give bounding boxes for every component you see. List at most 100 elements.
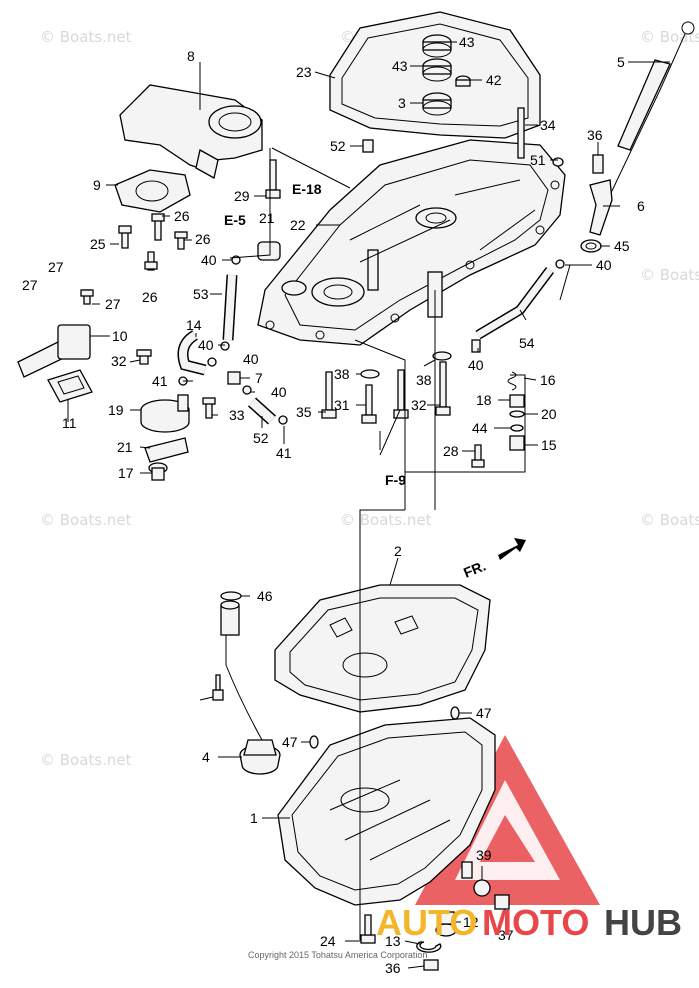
callout-46: 46 — [257, 588, 273, 604]
callout-11: 11 — [62, 415, 77, 431]
callout-5: 5 — [617, 54, 625, 70]
callout-43: 43 — [392, 58, 408, 74]
watermark: © Boats.net — [340, 511, 432, 529]
hose-14 — [177, 330, 207, 376]
gasket-2 — [274, 584, 491, 713]
callout-23: 23 — [296, 64, 312, 80]
plug-17 — [148, 462, 168, 481]
grommet-24 — [257, 241, 281, 261]
callout-28: 28 — [443, 443, 459, 459]
front-arrow-icon — [498, 538, 526, 560]
callout-3: 3 — [398, 95, 406, 111]
thermostat-cover-19 — [140, 394, 190, 433]
hose-50 — [247, 397, 277, 425]
sensor-10 — [17, 324, 91, 378]
callout-27: 27 — [105, 296, 121, 312]
gasket-23 — [329, 11, 541, 139]
callout-41: 41 — [276, 445, 292, 461]
leader-lines — [67, 41, 670, 969]
callout-25: 24 — [320, 933, 336, 949]
hose-52 — [475, 267, 554, 340]
callout-51: 53 — [193, 286, 209, 302]
callout-38: 38 — [334, 366, 350, 382]
callout-32: 33 — [229, 407, 245, 423]
callout-33: 34 — [540, 117, 556, 133]
logo-word-auto: AUTO — [376, 902, 477, 943]
callout-1: 1 — [250, 810, 258, 826]
callout-43: 43 — [459, 34, 475, 50]
automotohub-wordmark: AUTO MOTO HUB — [376, 902, 682, 943]
callout-40: 40 — [243, 351, 259, 367]
callout-35: 36 — [587, 127, 603, 143]
dipstick-5 — [609, 21, 695, 196]
bolts-upper — [80, 107, 564, 468]
callout-29: 29 — [234, 188, 250, 204]
callout-8: 8 — [187, 48, 195, 64]
logo-word-moto: MOTO — [482, 902, 589, 943]
callout-12: 12 — [463, 914, 479, 930]
relief-valve — [507, 371, 525, 451]
watermark: © Boats.net — [640, 266, 699, 284]
oil-pan-1 — [277, 717, 496, 906]
callout-38: 38 — [416, 372, 432, 388]
logo-word-hub: HUB — [604, 902, 682, 943]
callout-26: 26 — [195, 231, 211, 247]
callout-17: 17 — [118, 465, 134, 481]
callout-36: 36 — [385, 960, 401, 976]
callout-40: 40 — [201, 252, 217, 268]
callout-42: 42 — [486, 72, 502, 88]
callout-27: 27 — [22, 277, 38, 293]
callout-6: 6 — [637, 198, 645, 214]
callout-15: 15 — [541, 437, 557, 453]
callout-45: 45 — [614, 238, 630, 254]
watermark: © Boats.net — [640, 28, 699, 46]
callout-7: 7 — [255, 370, 263, 386]
callout-44: 44 — [472, 420, 488, 436]
callout-48: 51 — [530, 152, 546, 168]
callout-39: 39 — [476, 847, 492, 863]
ref-front: FR. — [461, 557, 488, 580]
bracket-11 — [47, 369, 93, 403]
callout-31: 32 — [411, 397, 427, 413]
watermark: © Boats.net — [640, 511, 699, 529]
callout-50: 52 — [253, 430, 269, 446]
gasket-21 — [144, 437, 189, 463]
watermark: © Boats.net — [40, 751, 132, 769]
callout-labels: 8 43 43 42 3 23 5 34 52 51 36 6 45 40 9 … — [22, 34, 645, 976]
reference-lines — [229, 147, 571, 940]
cover-8 — [119, 84, 263, 179]
ref-e5: E-5 — [224, 212, 246, 228]
callout-27: 27 — [48, 259, 64, 275]
callout-26: 25 — [90, 236, 106, 252]
automotohub-logo — [415, 735, 600, 905]
callout-37: 37 — [498, 927, 514, 943]
copyright-text: Copyright 2015 Tohatsu America Corporati… — [248, 950, 427, 960]
callout-41: 41 — [152, 373, 168, 389]
gasket-9 — [114, 169, 191, 213]
washers-38 — [360, 351, 452, 379]
callout-26: 26 — [142, 289, 158, 305]
callout-40: 40 — [271, 384, 287, 400]
callout-34: 35 — [296, 404, 312, 420]
strainer-4 — [220, 600, 281, 775]
watermark: © Boats.net — [40, 28, 132, 46]
callout-49: 52 — [330, 138, 346, 154]
callout-47: 47 — [282, 734, 298, 750]
callout-20: 20 — [541, 406, 557, 422]
callout-10: 10 — [112, 328, 128, 344]
callout-14: 14 — [186, 317, 202, 333]
dipstick-guide-6 — [580, 154, 613, 253]
clamps — [178, 255, 565, 425]
callout-24: 21 — [259, 210, 275, 226]
callout-9: 9 — [93, 177, 101, 193]
bolts-lower — [212, 674, 510, 971]
callout-13: 13 — [385, 933, 401, 949]
callout-52: 54 — [519, 335, 535, 351]
callout-40: 40 — [468, 357, 484, 373]
callout-19: 19 — [108, 402, 124, 418]
ref-f9: F-9 — [385, 472, 406, 488]
callout-32: 32 — [111, 353, 127, 369]
callout-22: 22 — [290, 217, 306, 233]
